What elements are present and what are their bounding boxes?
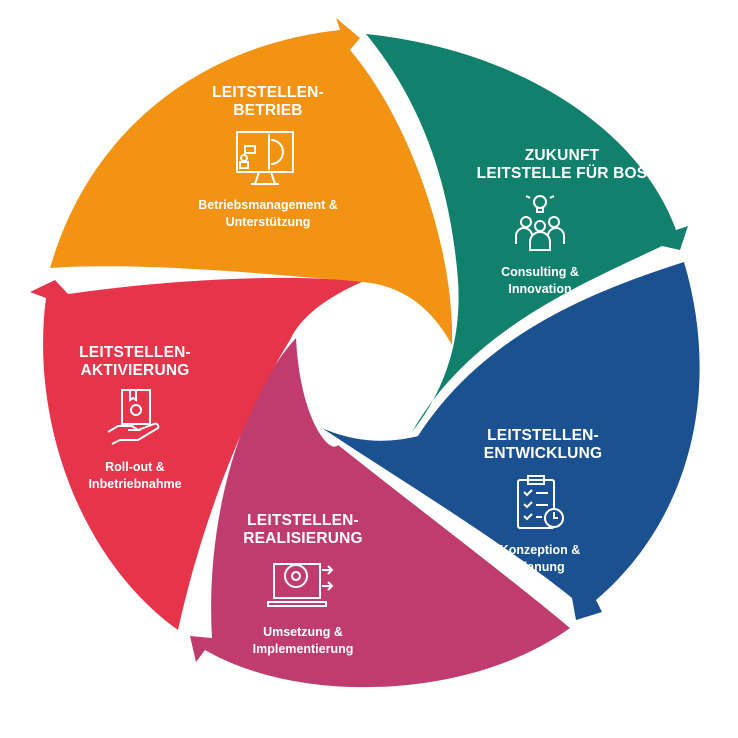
title-line: REALISIERUNG — [243, 530, 363, 547]
subtitle-line: Roll-out & — [105, 460, 165, 474]
subtitle-line: Consulting & — [501, 265, 579, 279]
segment-entwicklung — [322, 262, 700, 620]
title-line: LEITSTELLEN- — [212, 84, 324, 101]
subtitle-line: Unterstützung — [225, 215, 311, 229]
segment-zukunft — [366, 34, 688, 432]
title-line: AKTIVIERUNG — [80, 362, 190, 379]
laptop-gear-icon — [267, 563, 334, 607]
segment-realisierung — [190, 338, 570, 688]
clipboard-checklist-icon — [517, 475, 564, 529]
title-line: ZUKUNFT — [524, 147, 600, 164]
title-line: LEITSTELLE FÜR BOS — [476, 165, 648, 182]
monitor-gear-icon — [236, 131, 294, 185]
segment-sub-aktivierung: Roll-out & Inbetriebnahme — [88, 459, 181, 493]
subtitle-line: Implementierung — [252, 642, 354, 656]
team-idea-icon — [515, 192, 565, 251]
segment-aktivierung — [30, 277, 362, 630]
segment-title-betrieb: LEITSTELLEN- BETRIEB — [212, 84, 324, 120]
hand-box-icon — [107, 389, 160, 445]
title-line: ENTWICKLUNG — [483, 445, 603, 462]
title-line: LEITSTELLEN- — [487, 427, 599, 444]
segment-sub-entwicklung: Konzeption & Planung — [500, 542, 581, 576]
subtitle-line: Inbetriebnahme — [88, 477, 182, 491]
subtitle-line: Planung — [515, 560, 565, 574]
title-line: LEITSTELLEN- — [79, 344, 191, 361]
subtitle-line: Betriebsmanagement & — [198, 198, 338, 212]
subtitle-line: Konzeption & — [499, 543, 581, 557]
subtitle-line: Innovation — [508, 282, 572, 296]
segment-title-zukunft: ZUKUNFT LEITSTELLE FÜR BOS — [477, 147, 648, 183]
segment-sub-realisierung: Umsetzung & Implementierung — [253, 624, 354, 658]
segment-betrieb — [50, 18, 453, 345]
segment-title-entwicklung: LEITSTELLEN- ENTWICKLUNG — [484, 427, 602, 463]
segment-sub-zukunft: Consulting & Innovation — [501, 264, 579, 298]
title-line: LEITSTELLEN- — [247, 512, 359, 529]
segment-title-aktivierung: LEITSTELLEN- AKTIVIERUNG — [79, 344, 191, 380]
segment-title-realisierung: LEITSTELLEN- REALISIERUNG — [243, 512, 363, 548]
segment-sub-betrieb: Betriebsmanagement & Unterstützung — [198, 197, 338, 231]
subtitle-line: Umsetzung & — [263, 625, 343, 639]
title-line: BETRIEB — [233, 102, 303, 119]
